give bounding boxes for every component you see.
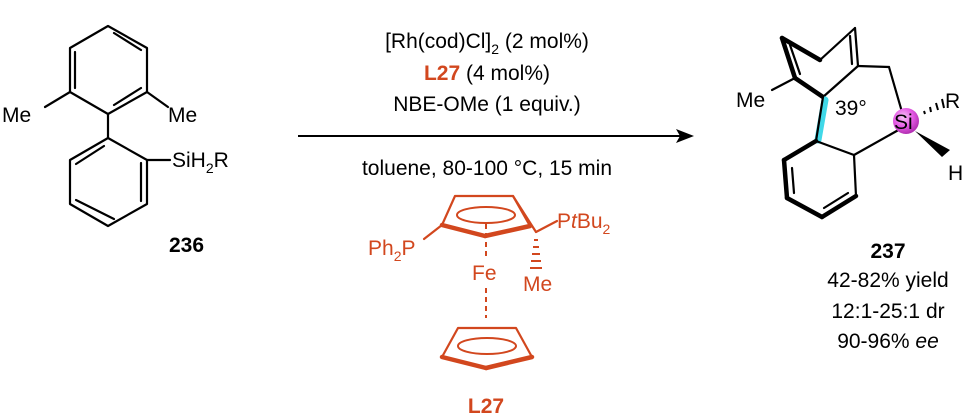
product-dr: 12:1-25:1 dr [831, 300, 944, 323]
ligand-loading-label: L27 (4 mol%) [424, 62, 550, 85]
product-yield: 42-82% yield [827, 269, 948, 292]
product-ee: 90-96% ee [837, 330, 939, 353]
reactant-silane-group: SiH2R [172, 149, 229, 176]
ligand-name-label: L27 [468, 395, 504, 418]
ligand-ph2p-group: Ph2P [368, 237, 416, 264]
product-237-structure [770, 26, 950, 220]
ligand-methyl-label: Me [523, 273, 552, 296]
reactant-methyl-right: Me [168, 104, 197, 127]
catalyst-label: [Rh(cod)Cl]2 (2 mol%) [385, 30, 589, 57]
product-methyl-label: Me [736, 89, 765, 112]
additive-label: NBE-OMe (1 equiv.) [393, 93, 581, 116]
solvent-temp-time-label: toluene, 80-100 °C, 15 min [362, 157, 612, 180]
reactant-236-structure [43, 24, 172, 228]
product-dihedral-angle: 39° [835, 97, 867, 120]
ligand-iron-label: Fe [472, 262, 497, 285]
product-r-group: R [945, 90, 960, 113]
ligand-ptbu2-group: PtBu2 [557, 210, 611, 237]
product-hydrogen-label: H [948, 162, 963, 185]
reactant-compound-number: 236 [169, 234, 204, 257]
ligand-l27-structure [422, 194, 559, 371]
product-silicon-label: Si [894, 111, 913, 134]
reactant-methyl-left: Me [2, 104, 31, 127]
product-compound-number: 237 [870, 240, 905, 263]
reaction-arrow [298, 129, 694, 143]
